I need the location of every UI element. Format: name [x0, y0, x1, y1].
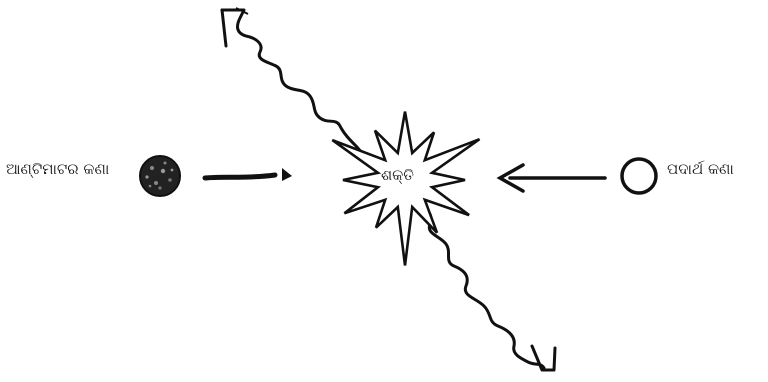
antimatter-particle-label: ଆଣ୍ଟିମାଟର କଣା: [6, 160, 109, 178]
matter-particle-label: ପଦାର୍ଥ କଣା: [667, 160, 734, 178]
energy-label: ଶକ୍ତି: [381, 166, 414, 184]
antimatter-particle-icon: [140, 156, 180, 196]
matter-particle-icon: [622, 159, 656, 193]
energy-starburst-icon: [332, 112, 479, 266]
radiation-upper-icon: [222, 8, 368, 160]
radiation-lower-icon: [420, 200, 555, 370]
matter-arrow-icon: [500, 165, 605, 191]
antimatter-arrow-icon: [205, 168, 292, 181]
